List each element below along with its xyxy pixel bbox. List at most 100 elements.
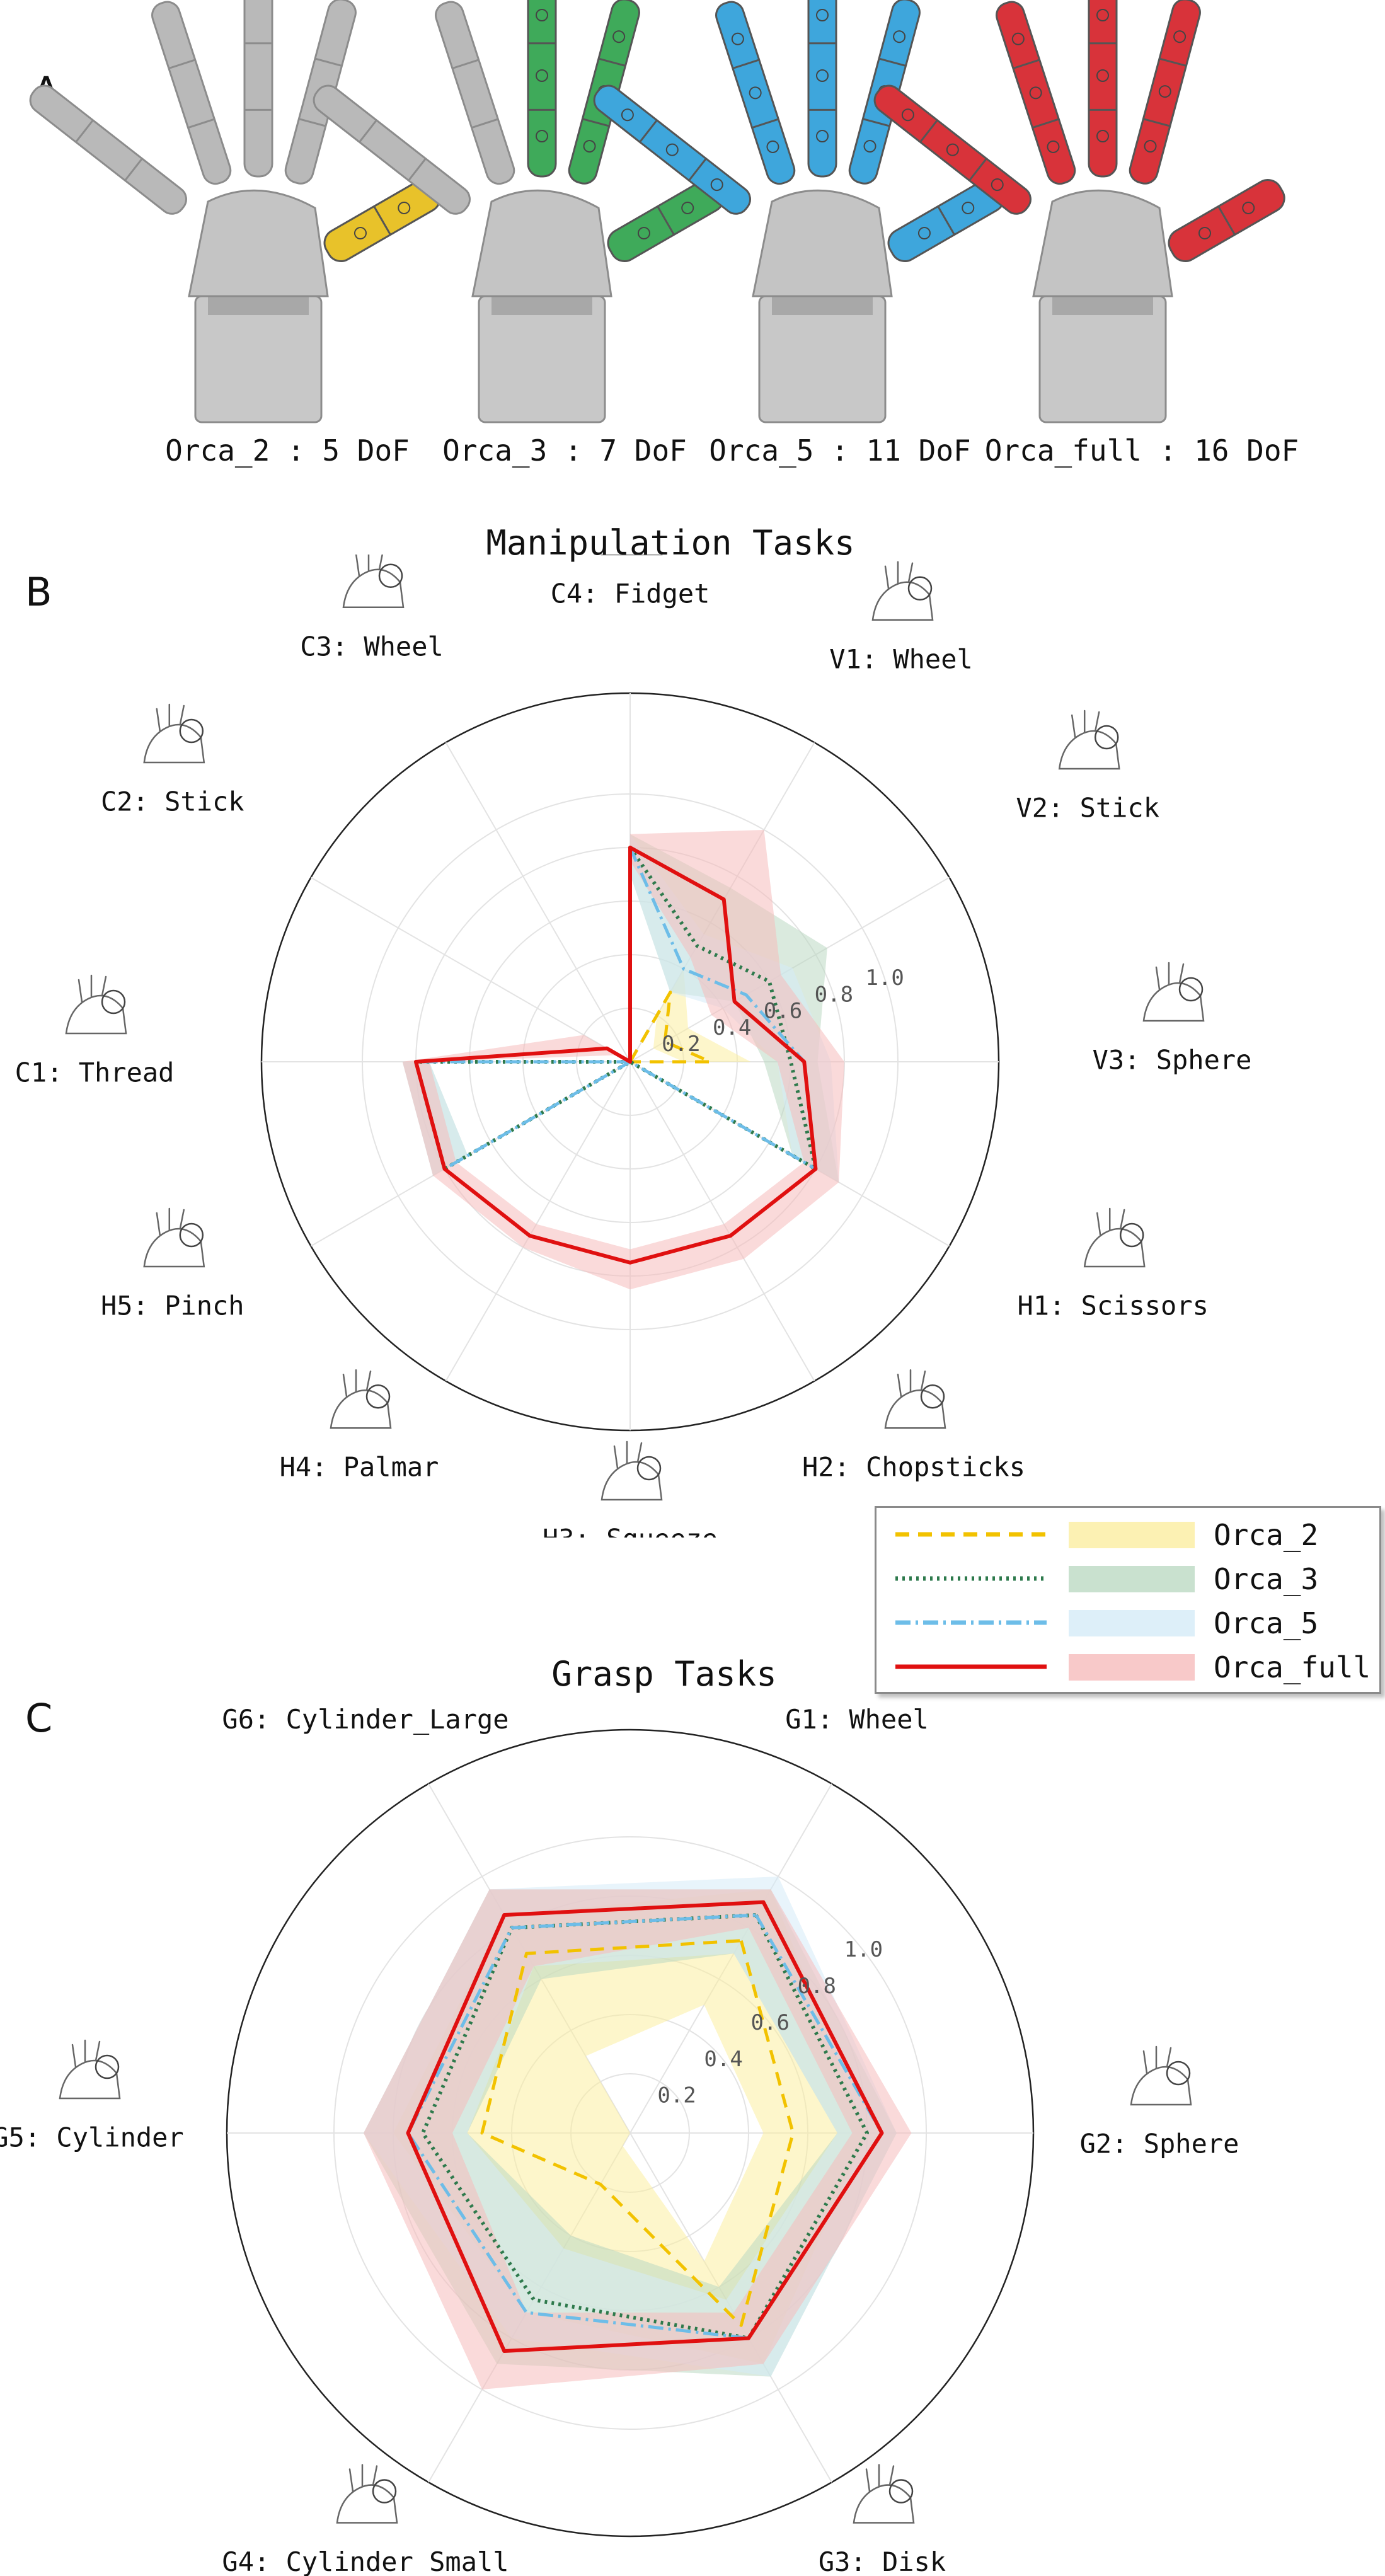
hand-sketch-fingers bbox=[348, 2464, 378, 2492]
finger-joint bbox=[124, 158, 143, 181]
legend-item-orca-2: Orca_2 bbox=[876, 1513, 1379, 1557]
finger-joint-marker bbox=[901, 108, 914, 122]
radar-category-label: H4: Palmar bbox=[280, 1452, 439, 1483]
task-sketch-icon bbox=[143, 703, 205, 764]
finger-joint bbox=[452, 59, 480, 69]
hand-sketch-outline bbox=[1083, 1228, 1146, 1268]
hand-sketch-fingers bbox=[78, 974, 107, 1003]
object-sketch bbox=[372, 2479, 397, 2504]
task-sketch-icon bbox=[330, 1369, 392, 1429]
thumb-joint-marker bbox=[353, 227, 367, 239]
finger-joint bbox=[359, 119, 377, 143]
legend-swatch-orca-2 bbox=[895, 1522, 1195, 1548]
radar-r-tick-label: 1.0 bbox=[844, 1937, 883, 1962]
object-sketch bbox=[179, 1222, 204, 1248]
radar-spoke bbox=[445, 742, 631, 1062]
finger-joint-marker bbox=[665, 143, 679, 156]
hand-wrist-band bbox=[1052, 296, 1153, 315]
hand-sketch-outline bbox=[143, 723, 205, 764]
radar-r-tick-label: 0.4 bbox=[704, 2047, 742, 2072]
hand-sketch-fingers bbox=[156, 703, 185, 732]
object-sketch bbox=[888, 2479, 914, 2504]
finger-joint bbox=[598, 57, 626, 67]
finger-joint-marker bbox=[816, 69, 829, 82]
hand-sketch-outline bbox=[1058, 730, 1120, 770]
finger-joint-marker bbox=[1029, 86, 1042, 100]
hand-finger bbox=[715, 1, 796, 185]
task-sketch-icon bbox=[1058, 710, 1120, 770]
radar-category-label: H3: Squeeze bbox=[543, 1524, 718, 1538]
finger-joint bbox=[688, 158, 707, 181]
thumb-joint-marker bbox=[917, 227, 931, 239]
radar-category-label: G1: Wheel bbox=[785, 1704, 929, 1735]
radar-category-label: C1: Thread bbox=[15, 1057, 175, 1088]
hand-sketch-fingers bbox=[613, 1440, 643, 1469]
thumb-joint-marker bbox=[1242, 202, 1255, 214]
thumb-joint bbox=[937, 205, 955, 236]
legend-label-orca-2: Orca_2 bbox=[1214, 1518, 1319, 1552]
finger-joint-marker bbox=[536, 9, 548, 21]
finger-joint-marker bbox=[863, 140, 876, 153]
finger-joint bbox=[919, 119, 938, 143]
hand-sketch-outline bbox=[143, 1228, 205, 1268]
finger-joint-marker bbox=[946, 143, 959, 156]
radar-category-label: V1: Wheel bbox=[829, 643, 973, 674]
radar-r-tick-label: 0.6 bbox=[751, 2010, 790, 2035]
hand-wrist-band bbox=[491, 296, 592, 315]
legend-swatch-orca-5 bbox=[895, 1610, 1195, 1636]
panel-letter-b: B bbox=[25, 569, 52, 615]
hand-finger bbox=[527, 0, 557, 178]
finger-joint bbox=[639, 119, 658, 143]
object-sketch bbox=[1178, 977, 1204, 1002]
legend-swatch-orca-full bbox=[895, 1654, 1195, 1681]
finger-segment bbox=[29, 84, 187, 215]
finger-segment bbox=[527, 0, 557, 178]
radar-line-orca-5 bbox=[414, 846, 817, 1171]
robot-hand-4 bbox=[873, 0, 1285, 423]
finger-joint-marker bbox=[991, 178, 1004, 192]
radar-category-label: H2: Chopsticks bbox=[802, 1452, 1025, 1483]
legend-item-orca-full: Orca_full bbox=[876, 1645, 1379, 1689]
finger-joint-marker bbox=[1047, 140, 1060, 153]
task-sketch-icon bbox=[853, 2464, 915, 2524]
hand-palm bbox=[471, 189, 612, 297]
radar-category-label: C3: Wheel bbox=[300, 631, 444, 662]
task-sketch-icon bbox=[884, 1369, 946, 1429]
finger-joint-marker bbox=[621, 108, 634, 122]
object-sketch bbox=[365, 1384, 391, 1409]
object-sketch bbox=[179, 718, 204, 744]
hand-label-orca-5: Orca_5 : 11 DoF bbox=[709, 434, 971, 468]
finger-joint-marker bbox=[816, 9, 829, 21]
finger-joint bbox=[168, 59, 196, 69]
radar-category-label: G6: Cylinder_Large bbox=[222, 1704, 509, 1735]
radar-band-orca-full bbox=[402, 829, 844, 1290]
panel-letter-c: C bbox=[25, 1695, 53, 1741]
finger-joint bbox=[408, 158, 427, 181]
hand-finger bbox=[435, 1, 515, 185]
hand-finger bbox=[1129, 0, 1201, 185]
finger-joint-marker bbox=[749, 86, 762, 100]
task-sketch-icon bbox=[1083, 1207, 1146, 1268]
task-sketch-icon bbox=[1142, 962, 1205, 1022]
hand-sketch-fingers bbox=[897, 1369, 926, 1398]
finger-joint-marker bbox=[893, 30, 906, 43]
task-sketch-icon bbox=[336, 2464, 398, 2524]
thumb-joint-marker bbox=[1198, 227, 1211, 239]
radar-category-label: H5: Pinch bbox=[101, 1291, 244, 1321]
hand-sketch-outline bbox=[65, 994, 127, 1035]
hand-sketch-fingers bbox=[342, 1369, 372, 1398]
finger-segment bbox=[435, 1, 515, 185]
finger-joint-marker bbox=[1158, 85, 1171, 98]
hand-wrist-band bbox=[208, 296, 309, 315]
finger-joint bbox=[314, 57, 342, 67]
finger-joint-marker bbox=[1096, 69, 1109, 82]
finger-joint bbox=[471, 118, 498, 129]
finger-segment bbox=[1088, 0, 1118, 178]
radar-r-tick-label: 1.0 bbox=[865, 965, 904, 991]
hand-sketch-fingers bbox=[1142, 2045, 1172, 2074]
hand-sketch-fingers bbox=[1155, 962, 1185, 991]
hand-sketch-outline bbox=[884, 1389, 946, 1429]
object-sketch bbox=[95, 2054, 120, 2079]
radar-category-label: G4: Cylinder_Small bbox=[222, 2546, 509, 2576]
object-sketch bbox=[1166, 2061, 1191, 2086]
